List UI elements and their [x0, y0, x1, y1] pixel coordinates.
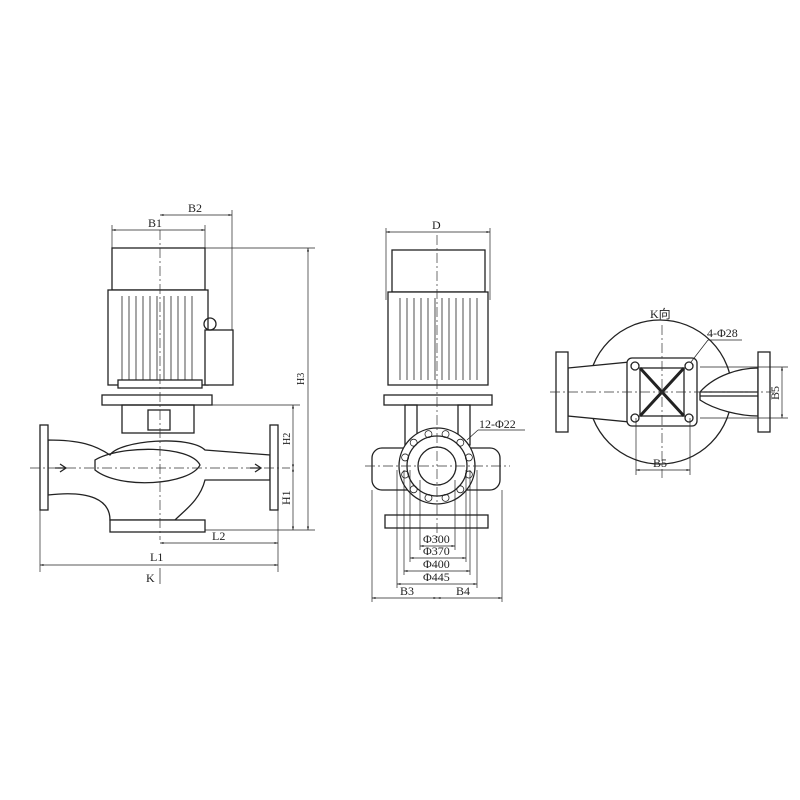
pump-casing	[39, 424, 279, 533]
flange-bolt-hole	[456, 485, 465, 494]
label-b5-vertical: B5	[768, 386, 782, 400]
label-phi300: Φ300	[423, 532, 450, 546]
label-d: D	[432, 218, 441, 232]
motor	[107, 247, 234, 389]
flange-bolt-hole	[441, 430, 450, 439]
label-phi400: Φ400	[423, 557, 450, 571]
flange-bolt-hole	[441, 493, 450, 502]
flange-bolt-hole	[401, 453, 410, 462]
label-b4: B4	[456, 584, 470, 598]
front-dimensions: B1 B2 H3 H2 H1 L2 L1 K	[39, 201, 315, 585]
bracket	[101, 394, 213, 434]
flange-bolt-hole	[456, 438, 465, 447]
side-dimensions: D 12-Φ22 Φ300 Φ370 Φ400 Φ445 B3 B4	[371, 218, 525, 602]
flange-bolt-hole	[401, 470, 410, 479]
flange-bolt-hole	[424, 430, 433, 439]
k-view: K向 4-Φ28 B5 B5	[550, 306, 788, 478]
front-view: B1 B2 H3 H2 H1 L2 L1 K	[30, 201, 315, 585]
label-b5-horizontal: B5	[653, 456, 667, 470]
label-h1: H1	[279, 490, 293, 505]
label-h2: H2	[282, 433, 293, 445]
flange-bolt-hole	[409, 438, 418, 447]
label-4-holes: 4-Φ28	[707, 326, 738, 340]
flange-bolt-hole	[464, 470, 473, 479]
k-view-dimensions: 4-Φ28 B5 B5	[635, 326, 788, 475]
k-view-title: K向	[650, 306, 671, 321]
label-l1: L1	[150, 550, 163, 564]
side-view: D 12-Φ22 Φ300 Φ370 Φ400 Φ445 B3 B4	[365, 218, 525, 602]
label-12-holes: 12-Φ22	[479, 417, 516, 431]
label-b1: B1	[148, 216, 162, 230]
label-phi445: Φ445	[423, 570, 450, 584]
label-b3: B3	[400, 584, 414, 598]
label-k: K	[146, 571, 155, 585]
label-phi370: Φ370	[423, 544, 450, 558]
label-l2: L2	[212, 529, 225, 543]
flange-bolt-hole	[424, 493, 433, 502]
flange-bolt-hole	[464, 453, 473, 462]
label-h3: H3	[296, 373, 307, 385]
label-b2: B2	[188, 201, 202, 215]
